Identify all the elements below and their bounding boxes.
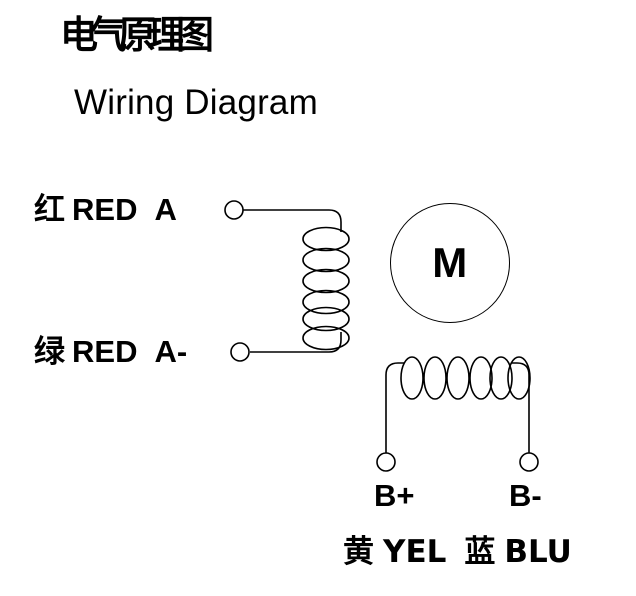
terminal-node-b-minus: [519, 452, 539, 472]
coil-phase-a-turn-5: [302, 306, 350, 332]
coil-phase-b-turn-4: [469, 356, 493, 400]
phase-a-terminal: A: [154, 192, 177, 227]
wire-phase-b-left-leg: [385, 362, 404, 453]
coil-phase-b-turn-2: [423, 356, 447, 400]
coil-phase-b-turn-6: [507, 356, 531, 400]
color-legend-blue-code: BLU: [504, 534, 572, 570]
color-legend-blue-chinese: 蓝: [464, 534, 496, 570]
terminal-label-b-plus: B+: [374, 478, 415, 513]
wire-phase-b-right-leg: [511, 362, 530, 453]
coil-phase-a-turn-2: [302, 247, 350, 273]
wire-phase-a-top-lead: [243, 209, 342, 232]
terminal-node-a-minus: [230, 342, 250, 362]
motor-symbol-letter: M: [432, 239, 468, 286]
color-legend-yellow-chinese: 黄: [343, 534, 374, 570]
phase-a-minus-color-code: RED: [72, 334, 138, 369]
diagram-title-english: Wiring Diagram: [74, 83, 318, 122]
phase-a-minus-chinese: 绿: [34, 334, 65, 370]
phase-a-color-code: RED: [72, 192, 138, 227]
coil-phase-a-turn-1: [302, 226, 350, 252]
coil-phase-a-turn-6: [302, 325, 350, 351]
coil-phase-a-turn-3: [302, 268, 350, 294]
coil-phase-b: [400, 356, 531, 400]
coil-phase-a-turn-4: [302, 289, 350, 315]
wire-phase-a-bottom-lead: [250, 332, 342, 353]
coil-phase-b-turn-5: [489, 356, 513, 400]
coil-phase-a: [302, 226, 350, 351]
terminal-node-b-plus: [376, 452, 396, 472]
terminal-node-a: [224, 200, 244, 220]
phase-a-minus-terminal: A-: [154, 334, 188, 369]
terminal-label-b-minus: B-: [509, 478, 542, 513]
color-legend-yellow-code: YEL: [383, 534, 447, 570]
phase-a-chinese: 红: [34, 192, 65, 228]
coil-phase-b-turn-3: [446, 356, 470, 400]
coil-phase-b-turn-1: [400, 356, 424, 400]
diagram-title-chinese: 电气原理图: [60, 13, 214, 57]
motor-symbol-circle: M: [390, 203, 510, 323]
